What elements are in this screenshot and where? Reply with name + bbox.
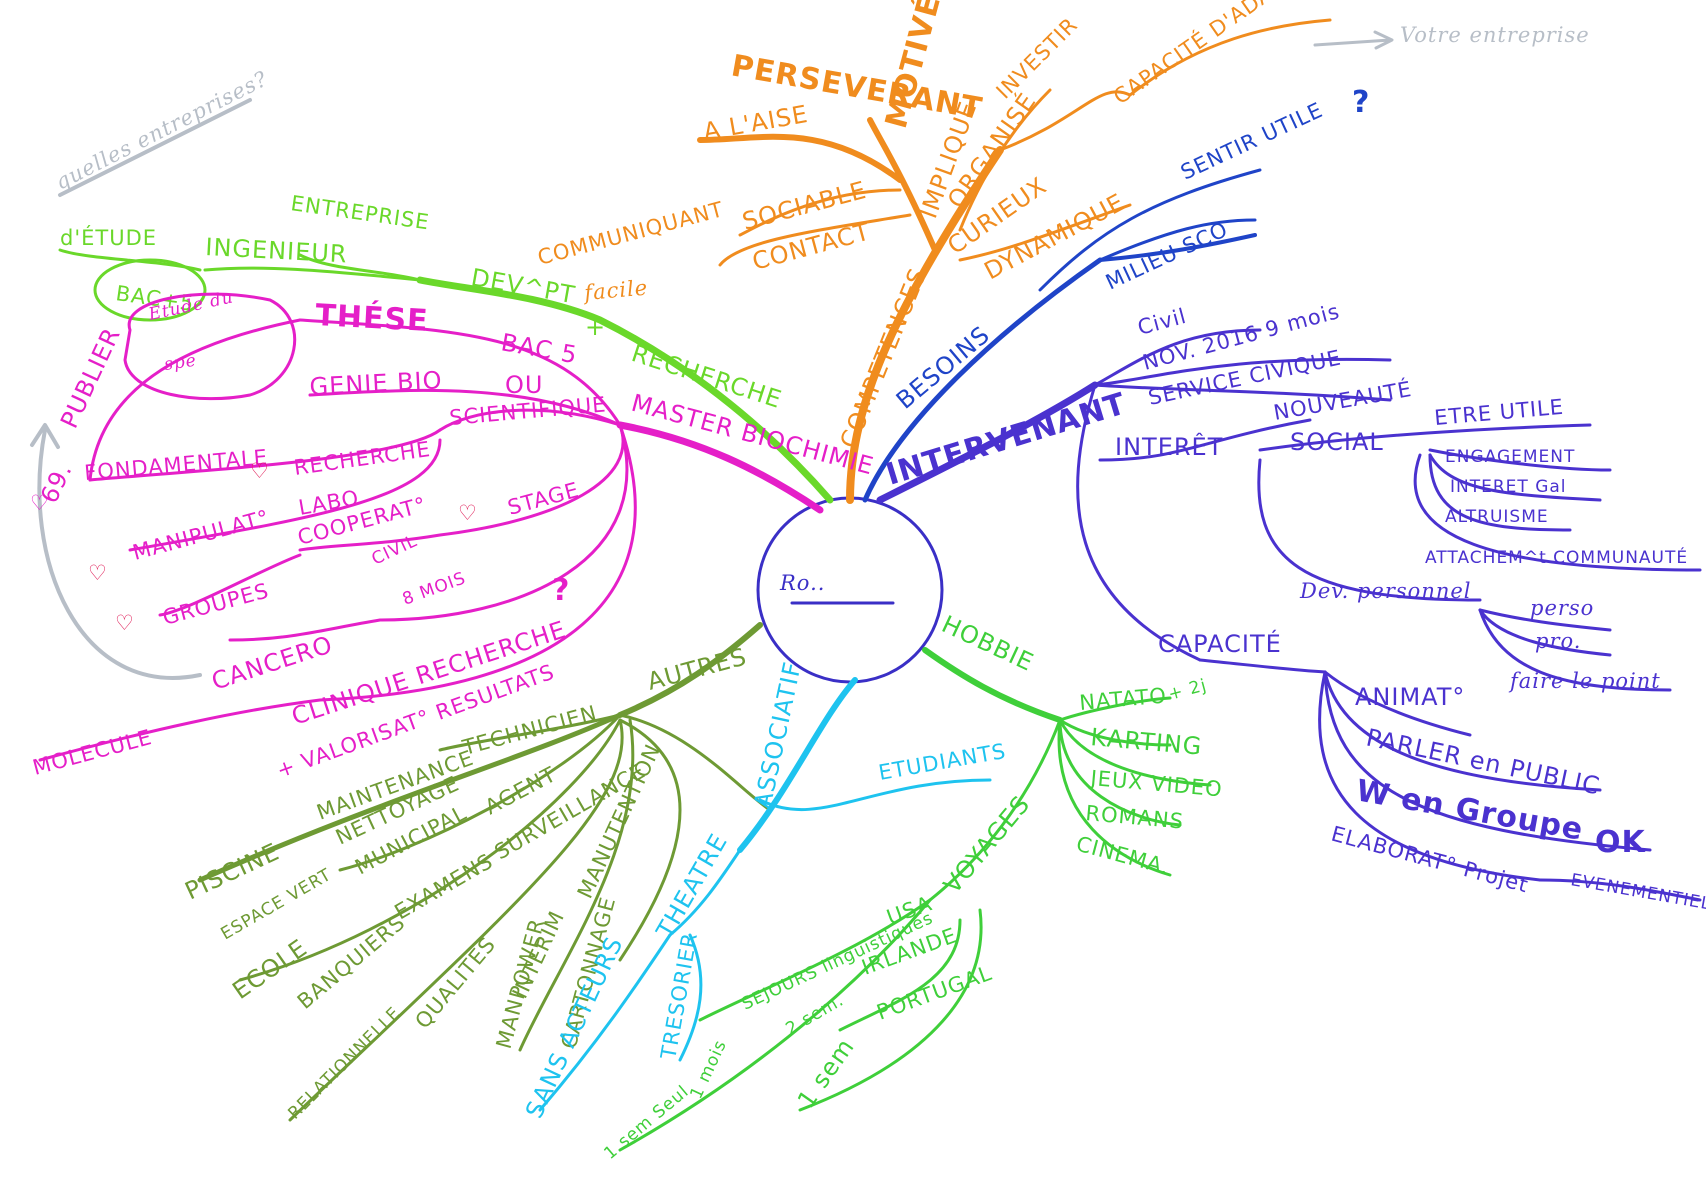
node-publier: PUBLIER bbox=[55, 323, 126, 433]
node-detude: d'ÉTUDE bbox=[60, 225, 157, 250]
branch-competences: COMPETENCES PERSEVERANT MOTIVÉ INVESTIR … bbox=[535, 0, 1332, 504]
node-capacite: CAPACITÉ bbox=[1158, 629, 1282, 658]
node-tresorier: TRESORIER bbox=[656, 930, 702, 1061]
heart-icon: ♡ bbox=[30, 491, 50, 515]
node-molecule: MOLECULE bbox=[30, 725, 155, 780]
node-1-sem: 1 sem bbox=[792, 1033, 860, 1113]
node-evenementiel: EVENEMENTIEL bbox=[1569, 870, 1706, 914]
node-social: SOCIAL bbox=[1290, 428, 1384, 456]
annotation-loop-arrow bbox=[37, 428, 202, 680]
heart-icon: ♡ bbox=[250, 459, 270, 483]
node-interet: INTERÊT bbox=[1115, 432, 1223, 461]
node-etre-utile: ETRE UTILE bbox=[1433, 395, 1565, 430]
node-ok: OK bbox=[1595, 825, 1647, 860]
node-devpt: DEV^PT bbox=[469, 263, 578, 309]
node-piscine: PISCINE bbox=[181, 837, 284, 905]
node-faire-le-point: faire le point bbox=[1508, 669, 1661, 693]
trunk-competences bbox=[846, 146, 1004, 504]
center-node: Ro.. bbox=[756, 496, 944, 684]
node-banquiers: BANQUIERS bbox=[293, 910, 410, 1014]
annotation-underline bbox=[58, 98, 252, 197]
node-romans: ROMANS bbox=[1085, 801, 1185, 834]
branch-label-autres: AUTRES bbox=[644, 642, 749, 695]
node-cancero: CANCERO bbox=[208, 630, 336, 695]
annotation-loop-arrowhead bbox=[30, 423, 60, 449]
node-capacite-adaptation: CAPACITÉ D'ADAPTAT° bbox=[1109, 0, 1331, 109]
branch-label-competences: COMPETENCES bbox=[835, 264, 933, 452]
node-manpower: MANPOWER bbox=[492, 916, 550, 1052]
node-karting: KARTING bbox=[1089, 723, 1203, 761]
annotation-arrow-right bbox=[1313, 30, 1394, 50]
annotation-quelles-entreprises: quelles entreprises? bbox=[51, 66, 271, 194]
node-investir: INVESTIR bbox=[992, 13, 1083, 104]
node-milieu-sco: MILIEU SCO bbox=[1102, 217, 1232, 295]
annotation-votre-entreprise: Votre entreprise bbox=[1400, 23, 1590, 47]
node-question-these: ? bbox=[552, 573, 570, 608]
node-qualites: QUALITES bbox=[410, 932, 500, 1033]
node-interet-general: INTERET Gal bbox=[1450, 477, 1567, 497]
node-plus-2j: + 2j bbox=[1166, 675, 1209, 704]
node-civil-these: CIVIL bbox=[369, 531, 421, 569]
heart-icon: ♡ bbox=[88, 561, 108, 585]
node-natation: NATATO bbox=[1078, 683, 1167, 715]
node-engagement: ENGAGEMENT bbox=[1445, 447, 1575, 467]
node-communiquant: COMMUNIQUANT bbox=[535, 197, 726, 270]
node-question-besoins: ? bbox=[1352, 85, 1370, 120]
node-recherche-these: RECHERCHE bbox=[292, 437, 432, 480]
node-1-sem-seul: 1 sem Seul bbox=[600, 1081, 693, 1163]
node-genie-bio: GENIE BIO bbox=[309, 366, 443, 401]
node-these: THÉSE bbox=[315, 297, 430, 339]
branch-these: THÉSE Etude du spe PUBLIER 69. GENIE BIO… bbox=[30, 287, 877, 782]
node-altruisme: ALTRUISME bbox=[1445, 507, 1549, 527]
node-plus: + bbox=[585, 313, 606, 341]
branch-label-associatif: ASSOCIATIF bbox=[748, 659, 807, 811]
node-bac5-these: BAC 5 bbox=[499, 328, 580, 369]
node-2-sem: 2 sem. bbox=[783, 990, 848, 1039]
node-entreprise: ENTREPRISE bbox=[289, 191, 431, 234]
node-dev-personnel: Dev. personnel bbox=[1299, 579, 1472, 603]
node-1-mois: 1 mois bbox=[686, 1037, 731, 1102]
node-ou: OU bbox=[505, 371, 543, 399]
node-pro: pro. bbox=[1535, 629, 1581, 653]
node-groupes: GROUPES bbox=[160, 578, 272, 629]
heart-icon: ♡ bbox=[115, 611, 135, 635]
node-civil: Civil bbox=[1135, 304, 1189, 340]
node-attachement-communaute: ATTACHEM^t COMMUNAUTÉ bbox=[1425, 546, 1688, 568]
node-cinema: CINEMA. bbox=[1074, 832, 1173, 880]
node-facile: facile bbox=[581, 276, 649, 306]
node-fondamentale: FONDAMENTALE bbox=[83, 445, 269, 485]
node-manipulation: MANIPULAT° bbox=[130, 505, 272, 565]
node-jeux-video: JEUX VIDEO bbox=[1088, 766, 1224, 802]
heart-icon: ♡ bbox=[458, 501, 478, 525]
node-8-mois: 8 MOIS bbox=[400, 568, 469, 609]
node-ingenieur: INGENIEUR bbox=[205, 233, 349, 268]
center-label: Ro.. bbox=[779, 571, 825, 595]
node-voyages: VOYAGES bbox=[938, 790, 1036, 899]
node-nouveaute: NOUVEAUTÉ bbox=[1272, 376, 1414, 425]
node-etudiants: ETUDIANTS bbox=[877, 739, 1008, 785]
node-examens: EXAMENS bbox=[391, 849, 498, 925]
node-spe: spe bbox=[163, 351, 198, 375]
node-animation: ANIMAT° bbox=[1355, 683, 1465, 711]
node-relationnelle: RELATIONNELLE bbox=[284, 1003, 404, 1123]
node-perso: perso bbox=[1530, 596, 1594, 620]
